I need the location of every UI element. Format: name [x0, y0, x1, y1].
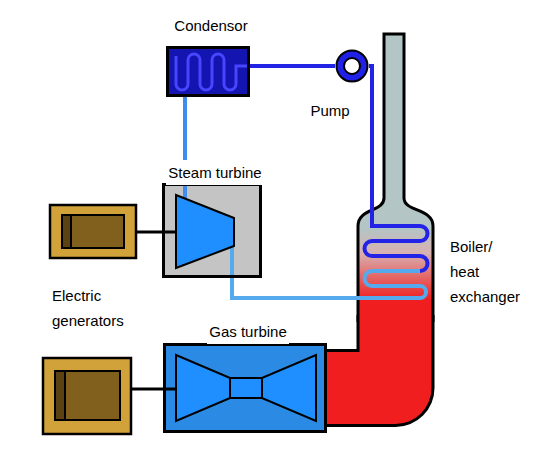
- generator-body: [62, 215, 124, 248]
- stack-outline: [358, 34, 433, 322]
- gas-turbine-housing: [163, 343, 327, 433]
- pump-rotor: [344, 58, 360, 74]
- shaft: [136, 231, 176, 234]
- generator-body: [55, 371, 120, 420]
- pump-symbol: [335, 49, 369, 83]
- component-label: Gas turbine: [207, 319, 289, 344]
- component-label: Steam turbine: [166, 160, 263, 185]
- combustor-line: [261, 378, 263, 398]
- component-label: Pump: [308, 98, 351, 123]
- feed-water-pipe: [369, 66, 372, 215]
- steam-turbine-symbol: [176, 195, 234, 268]
- steam-pipe: [232, 278, 358, 298]
- boiler-heat-exchanger: Boiler/ heat exchanger: [358, 215, 433, 315]
- water-pipe: [250, 64, 335, 68]
- condenser-coil: [176, 54, 248, 90]
- pump-circle: Pump: [335, 49, 369, 83]
- heat-exchanger-coil: [365, 215, 428, 271]
- generator-symbol: [50, 205, 136, 258]
- heat-exchanger-coil: [358, 271, 426, 298]
- water-pipe: [250, 66, 335, 67]
- exhaust-gas-duct: [327, 315, 396, 388]
- combustor-line: [229, 378, 231, 398]
- gas-turbine-symbol: [176, 355, 316, 421]
- generator-cap: [55, 371, 65, 420]
- exhaust-gas-duct-outline: [327, 315, 396, 388]
- component-label: Boiler/ heat exchanger: [448, 234, 522, 309]
- generator-cap: [62, 215, 71, 248]
- feed-water-pipe: [369, 66, 372, 215]
- pump-housing: [337, 51, 368, 82]
- steam-inlet-pipe: [230, 244, 234, 278]
- shaft: [131, 388, 176, 391]
- steam-pipe: [232, 278, 358, 298]
- stack-fill: [358, 34, 433, 322]
- gas-turbine-box: Gas turbine: [163, 343, 327, 433]
- generator-label: Electric generators: [50, 283, 126, 333]
- condenser-box: Condensor: [166, 46, 250, 97]
- steam-turbine-box: Steam turbine: [162, 183, 262, 278]
- steam-turbine-housing: [162, 183, 262, 278]
- exhaust-gas-duct: [327, 315, 396, 388]
- component-label: Condensor: [172, 13, 249, 38]
- condenser-fill: [166, 46, 250, 97]
- generator-symbol: [43, 358, 131, 434]
